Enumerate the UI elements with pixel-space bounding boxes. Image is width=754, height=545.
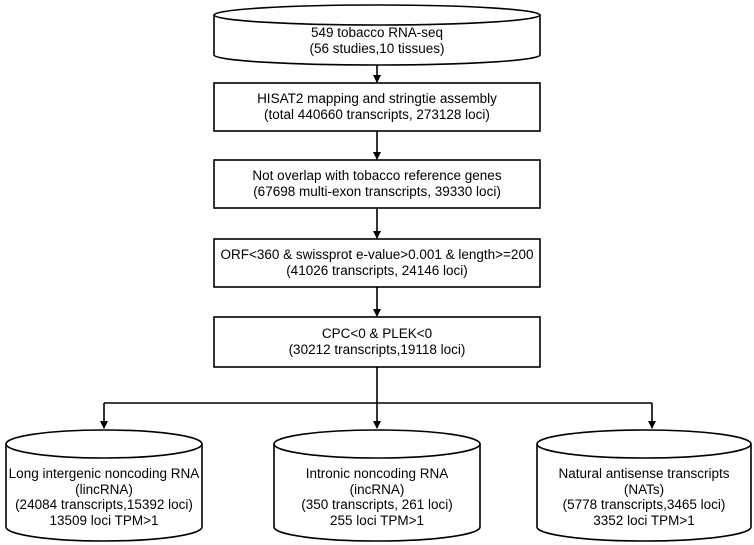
nats-counts: (5778 transcripts,3465 loci) [562, 497, 726, 512]
step-box-filter-reference [213, 159, 541, 209]
mapping-detail: (total 440660 transcripts, 273128 loci) [264, 107, 490, 122]
output-cylinder-nats [536, 429, 752, 542]
coding-filter-title: CPC<0 & PLEK<0 [321, 326, 433, 341]
source-detail: (56 studies,10 tissues) [309, 41, 445, 56]
source-cylinder [213, 4, 541, 66]
nats-tpm: 3352 loci TPM>1 [593, 512, 695, 528]
lincrna-counts: (24084 transcripts,15392 loci) [15, 497, 193, 512]
branch-connector [100, 367, 656, 429]
lincrna-title: Long intergenic noncoding RNA [8, 466, 200, 481]
incrna-counts: (350 transcripts, 261 loci) [301, 497, 453, 512]
coding-filter-label: CPC<0 & PLEK<0 (30212 transcripts,19118 … [214, 317, 540, 367]
mapping-label: HISAT2 mapping and stringtie assembly (t… [214, 83, 540, 131]
nats-label: Natural antisense transcripts (NATs) (57… [537, 462, 751, 532]
output-cylinder-lincrna [5, 429, 203, 542]
incrna-title: Intronic noncoding RNA [305, 466, 449, 481]
mapping-title: HISAT2 mapping and stringtie assembly [257, 91, 497, 106]
orf-filter-title: ORF<360 & swissprot e-value>0.001 & leng… [220, 247, 534, 262]
source-title: 549 tobacco RNA-seq [310, 25, 444, 40]
orf-filter-detail: (41026 transcripts, 24146 loci) [286, 263, 468, 278]
incrna-tpm: 255 loci TPM>1 [330, 512, 424, 528]
reference-filter-title: Not overlap with tobacco reference genes [252, 168, 502, 183]
step-box-mapping [213, 82, 541, 132]
lincrna-label: Long intergenic noncoding RNA (lincRNA) … [6, 462, 202, 532]
coding-filter-detail: (30212 transcripts,19118 loci) [288, 342, 466, 357]
orf-filter-label: ORF<360 & swissprot e-value>0.001 & leng… [214, 239, 540, 287]
incrna-abbrev: (incRNA) [349, 481, 405, 497]
source-label: 549 tobacco RNA-seq (56 studies,10 tissu… [214, 22, 540, 60]
step-box-orf-filter [213, 238, 541, 288]
reference-filter-detail: (67698 multi-exon transcripts, 39330 loc… [253, 184, 501, 199]
lincrna-tpm: 13509 loci TPM>1 [49, 512, 159, 528]
reference-filter-label: Not overlap with tobacco reference genes… [214, 160, 540, 208]
nats-title: Natural antisense transcripts [558, 466, 730, 481]
incrna-label: Intronic noncoding RNA (incRNA) (350 tra… [274, 462, 480, 532]
lincrna-abbrev: (lincRNA) [75, 481, 133, 497]
output-cylinder-incrna [273, 429, 481, 542]
nats-abbrev: (NATs) [623, 481, 665, 497]
